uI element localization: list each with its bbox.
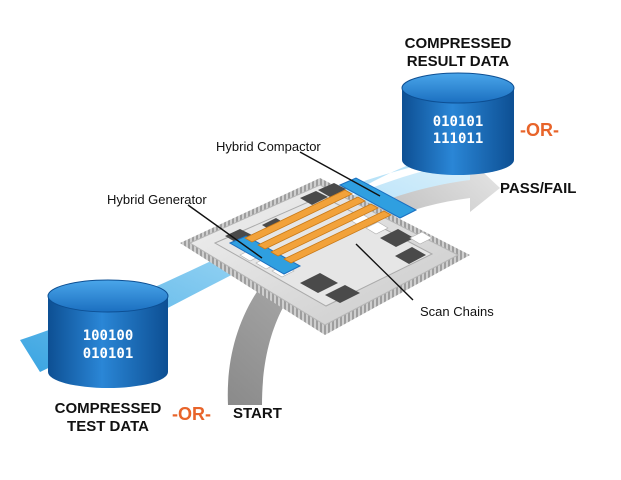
result-cylinder-top xyxy=(401,72,515,104)
result-title-line2: RESULT DATA xyxy=(407,53,510,70)
start-label: START xyxy=(233,405,282,422)
test-bits-line1: 100100 xyxy=(83,328,134,344)
compressed-test-database xyxy=(47,279,169,388)
result-bits-line2: 111011 xyxy=(433,131,484,147)
leader-lines xyxy=(187,151,414,301)
result-cylinder-body xyxy=(402,88,514,175)
leader-scan-chains xyxy=(355,243,414,301)
scan-chain-1[interactable] xyxy=(244,189,353,243)
leader-hybrid-generator xyxy=(187,204,263,259)
test-bits-line2: 010101 xyxy=(83,346,134,362)
chip xyxy=(180,177,470,335)
test-cylinder-body xyxy=(48,296,168,388)
test-title-line2: TEST DATA xyxy=(67,418,149,435)
hybrid-generator-block[interactable] xyxy=(228,235,302,275)
scan-chains[interactable] xyxy=(244,189,392,264)
test-title-line1: COMPRESSED xyxy=(55,400,162,417)
scan-chain-3[interactable] xyxy=(270,203,379,257)
test-cylinder-top xyxy=(47,279,169,313)
hybrid-compactor-label: Hybrid Compactor xyxy=(216,139,321,154)
or-label-test: -OR- xyxy=(172,404,211,424)
scan-chain-2[interactable] xyxy=(257,196,366,250)
or-label-result: -OR- xyxy=(520,120,559,140)
pass-fail-label: PASS/FAIL xyxy=(500,180,576,197)
result-bits-line1: 010101 xyxy=(433,114,484,130)
result-title-line1: COMPRESSED xyxy=(405,35,512,52)
hybrid-generator-label: Hybrid Generator xyxy=(107,192,207,207)
compressed-result-database xyxy=(401,72,515,175)
scan-chain-4[interactable] xyxy=(283,210,392,264)
leader-hybrid-compactor xyxy=(299,151,381,197)
scan-chains-label: Scan Chains xyxy=(420,304,494,319)
chip-blocks xyxy=(225,183,426,303)
